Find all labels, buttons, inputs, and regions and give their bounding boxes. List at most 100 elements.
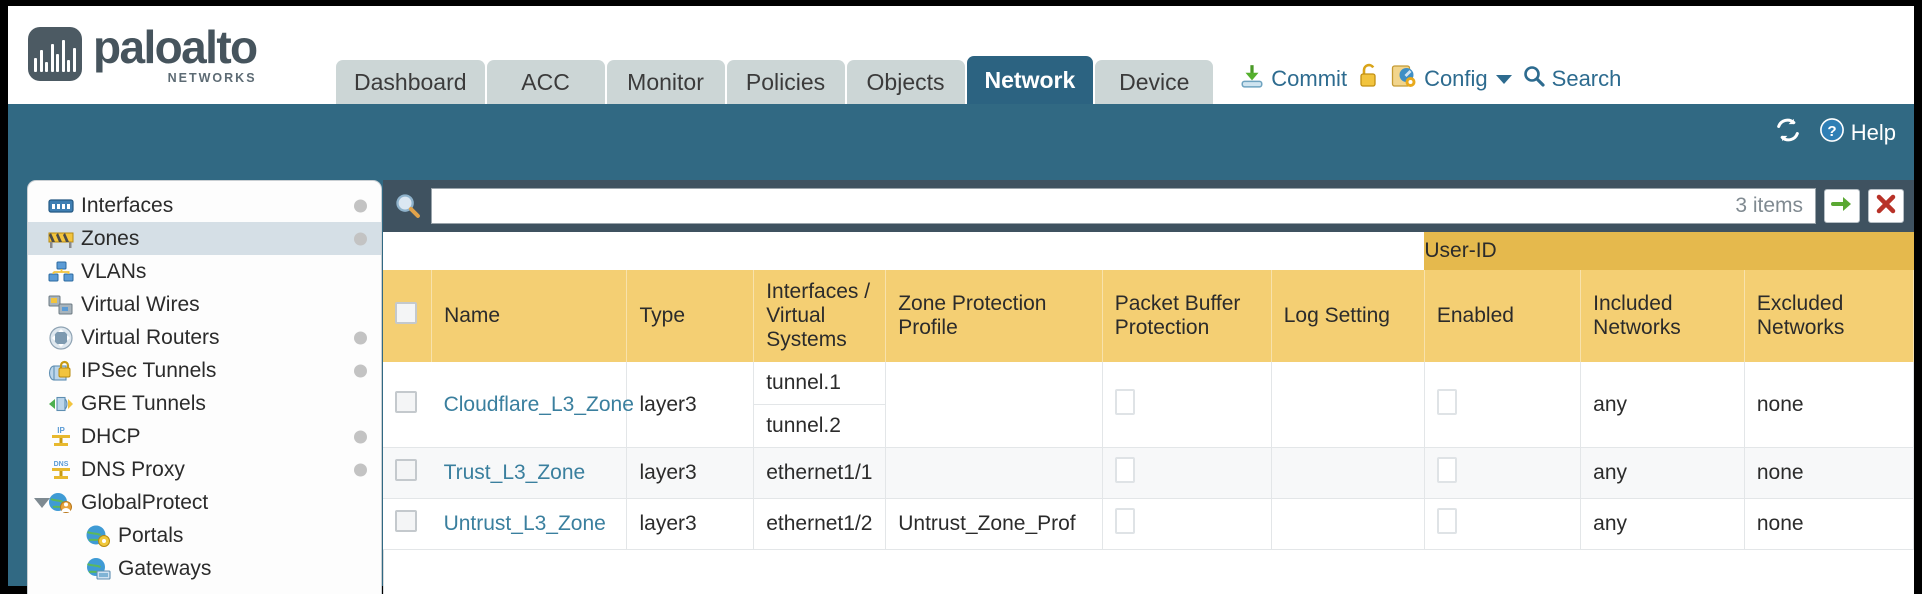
sidebar-item-status-dot[interactable] [354,199,367,212]
zone-name-link[interactable]: Untrust_L3_Zone [431,498,628,550]
zones-panel: 3 items [383,180,1915,594]
checkbox-icon[interactable] [395,459,417,481]
sidebar-item-globalprotect[interactable]: GlobalProtect [28,486,381,519]
checkbox-icon[interactable] [1114,457,1135,483]
row-select-checkbox[interactable] [383,362,432,448]
green-arrow-apply-icon [1830,193,1854,220]
padlock-button[interactable] [1357,63,1381,95]
log-setting [1271,362,1425,448]
included-networks-text: any [1593,461,1628,484]
sidebar-item-gre-tunnels[interactable]: GRE Tunnels [28,387,381,420]
sidebar-item-status-dot[interactable] [354,232,367,245]
search-button[interactable]: Search [1522,64,1622,94]
search-input[interactable] [432,189,1736,223]
interface-entry: tunnel.2 [766,414,841,437]
config-menu[interactable]: Config [1391,63,1512,95]
checkbox-icon[interactable] [1436,388,1457,415]
checkbox-icon[interactable] [395,302,417,324]
expand-collapse-caret-icon[interactable] [34,497,50,508]
commit-label: Commit [1271,66,1348,91]
zone-type: layer3 [626,447,755,499]
column-header-packet-buffer-protection[interactable]: Packet Buffer Protection [1102,270,1272,362]
tab-objects[interactable]: Objects [846,60,965,104]
zone-name-link-text[interactable]: Cloudflare_L3_Zone [443,392,634,416]
help-button[interactable]: ? Help [1819,117,1896,149]
sidebar-item-interfaces[interactable]: Interfaces [28,189,381,222]
userid-enabled-checkbox[interactable] [1424,362,1582,448]
zone-type: layer3 [626,362,755,448]
column-header-included-networks[interactable]: Included Networks [1580,270,1745,362]
item-count-label: 3 items [1735,194,1803,217]
userid-enabled-checkbox[interactable] [1424,498,1582,550]
packet-buffer-protection-checkbox[interactable] [1102,447,1272,499]
magnifier-icon [393,192,423,220]
sidebar-item-status-dot[interactable] [354,430,367,443]
included-networks: any [1580,362,1745,448]
included-networks: any [1580,447,1745,499]
clear-filter-button[interactable] [1868,189,1904,223]
search-field-wrapper[interactable]: 3 items [431,188,1816,224]
row-select-checkbox[interactable] [383,447,432,499]
tab-network[interactable]: Network [966,56,1094,104]
tab-policies[interactable]: Policies [726,60,845,104]
sidebar-item-zones[interactable]: Zones [28,222,381,255]
tab-device[interactable]: Device [1095,60,1214,104]
sub-header-band: ? Help [8,104,1914,168]
sidebar-item-virtual-routers[interactable]: Virtual Routers [28,321,381,354]
checkbox-icon[interactable] [395,510,417,532]
tab-monitor[interactable]: Monitor [606,60,725,104]
commit-button[interactable]: Commit [1239,63,1347,95]
included-networks-text: any [1593,512,1628,535]
sidebar-item-label: Virtual Routers [81,325,220,349]
packet-buffer-protection-checkbox[interactable] [1102,498,1272,550]
packet-buffer-protection-checkbox[interactable] [1102,362,1272,448]
select-all-checkbox[interactable] [383,270,433,362]
userid-enabled-checkbox[interactable] [1424,447,1582,499]
column-header-type[interactable]: Type [626,270,755,362]
sidebar-item-virtual-wires[interactable]: Virtual Wires [28,288,381,321]
sidebar-item-gateways[interactable]: Gateways [28,552,381,585]
tab-dashboard[interactable]: Dashboard [336,60,485,104]
column-header-log-setting[interactable]: Log Setting [1271,270,1425,362]
column-header-zone-protection-profile[interactable]: Zone Protection Profile [885,270,1103,362]
column-header-enabled[interactable]: Enabled [1424,270,1582,362]
sidebar-item-status-dot[interactable] [354,364,367,377]
dns-proxy-icon: DNS [46,458,76,482]
paloalto-waveform-logo-icon [28,26,82,81]
zone-name-link-text[interactable]: Untrust_L3_Zone [443,512,606,535]
sidebar-item-ipsec-tunnels[interactable]: IPSec Tunnels [28,354,381,387]
refresh-icon[interactable] [1773,116,1803,149]
zone-name-link-text[interactable]: Trust_L3_Zone [443,461,586,484]
zone-name-link[interactable]: Cloudflare_L3_Zone [431,362,634,448]
svg-text:DNS: DNS [54,461,69,468]
column-header-interfaces-virtual-systems[interactable]: Interfaces / Virtual Systems [753,270,887,362]
tab-acc[interactable]: ACC [486,60,605,104]
row-select-checkbox[interactable] [383,498,432,550]
sidebar-item-status-dot[interactable] [354,331,367,344]
checkbox-icon[interactable] [1114,508,1135,534]
checkbox-icon[interactable] [1114,388,1135,415]
sidebar-item-status-dot[interactable] [354,463,367,476]
column-header-excluded-networks[interactable]: Excluded Networks [1744,270,1915,362]
group-header-spacer [383,232,1425,270]
checkbox-icon[interactable] [1436,457,1457,483]
checkbox-icon[interactable] [1436,508,1457,534]
zone-protection-profile [885,362,1103,448]
sidebar-item-portals[interactable]: Portals [28,519,381,552]
zone-protection-profile: Untrust_Zone_Prof [885,498,1103,550]
vlans-icon [46,261,76,283]
search-label: Search [1551,66,1622,91]
column-header-name[interactable]: Name [431,270,628,362]
sidebar-item-vlans[interactable]: VLANs [28,255,381,288]
table-empty-area [383,550,1914,594]
included-networks-text: any [1593,392,1628,416]
gateways-icon [83,557,113,581]
apply-filter-button[interactable] [1824,189,1860,223]
checkbox-icon[interactable] [395,390,417,413]
zone-name-link[interactable]: Trust_L3_Zone [431,447,628,499]
